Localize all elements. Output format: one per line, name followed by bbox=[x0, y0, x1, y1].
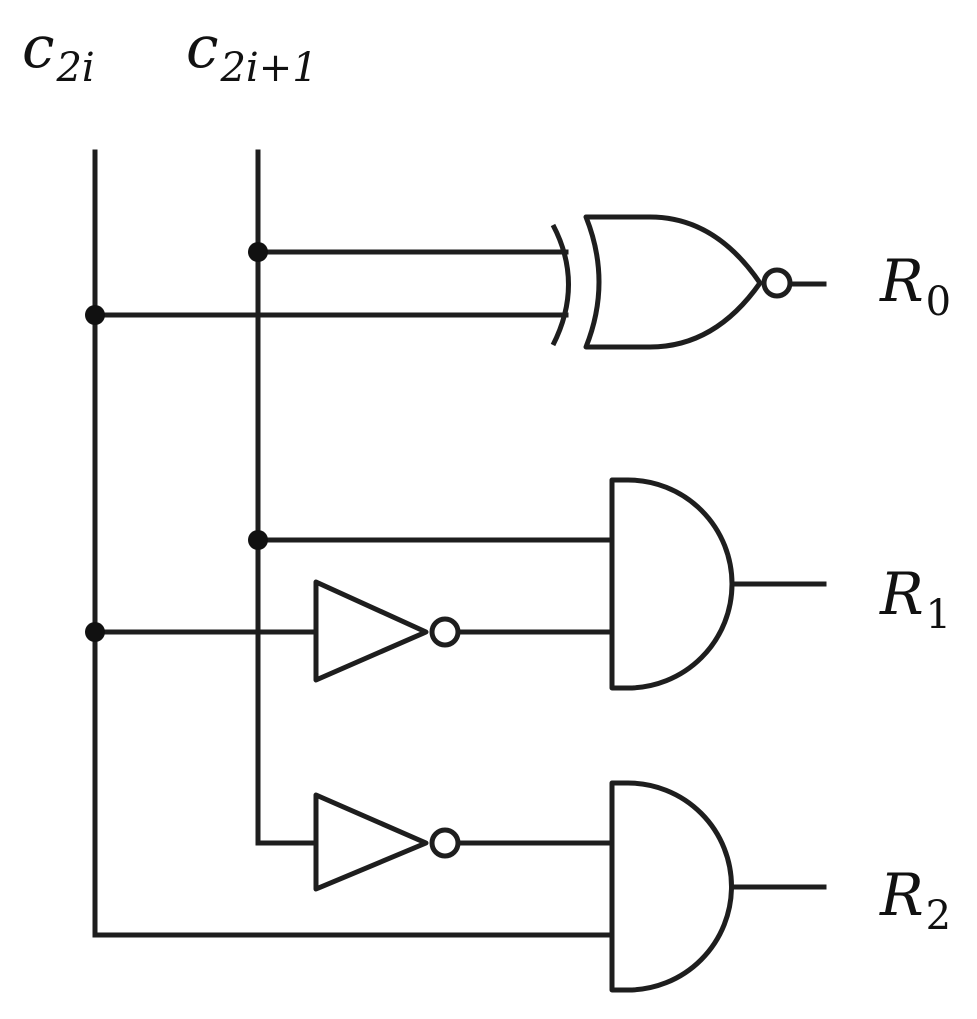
output-label-r1-sub: 1 bbox=[925, 592, 952, 638]
input-label-c2i-plus-1: c2i+1 bbox=[186, 18, 318, 88]
not-gate-2-triangle bbox=[313, 792, 429, 892]
junction-dot-c2i-not bbox=[85, 622, 105, 642]
not-gate-1-triangle bbox=[313, 579, 429, 683]
xnor-gate-body bbox=[583, 214, 763, 350]
output-label-r2-sub: 2 bbox=[925, 893, 952, 939]
output-label-r2: R2 bbox=[880, 866, 951, 936]
input-label-c2i: c2i bbox=[22, 18, 95, 88]
input-label-c2i-plus-1-base: c bbox=[186, 13, 219, 81]
not-gate-1 bbox=[313, 579, 461, 683]
junction-dot-c2i-xnor bbox=[85, 305, 105, 325]
output-label-r0-sub: 0 bbox=[925, 279, 952, 325]
output-label-r0-base: R bbox=[880, 247, 924, 315]
and-gate-1 bbox=[609, 477, 735, 691]
output-label-r0: R0 bbox=[880, 252, 951, 322]
not-gate-2 bbox=[313, 792, 461, 892]
and-gate-2 bbox=[609, 780, 734, 993]
output-label-r1-base: R bbox=[880, 560, 924, 628]
junction-dot-c2i-plus-1-xnor bbox=[248, 242, 268, 262]
output-label-r2-base: R bbox=[880, 861, 924, 929]
xnor-gate-bubble bbox=[761, 267, 793, 299]
output-label-r1: R1 bbox=[880, 565, 951, 635]
wire-c2i-plus-1-bus bbox=[255, 149, 317, 846]
wire-c2i-bus bbox=[92, 149, 615, 938]
input-label-c2i-sub: 2i bbox=[56, 45, 95, 91]
input-label-c2i-base: c bbox=[22, 13, 55, 81]
not-gate-1-bubble bbox=[429, 616, 461, 648]
junction-dot-c2i-plus-1-and bbox=[248, 530, 268, 550]
input-label-c2i-plus-1-sub: 2i+1 bbox=[220, 45, 318, 91]
not-gate-2-bubble bbox=[429, 827, 461, 859]
xnor-gate-input-arc bbox=[550, 223, 571, 347]
xnor-gate bbox=[550, 214, 793, 350]
